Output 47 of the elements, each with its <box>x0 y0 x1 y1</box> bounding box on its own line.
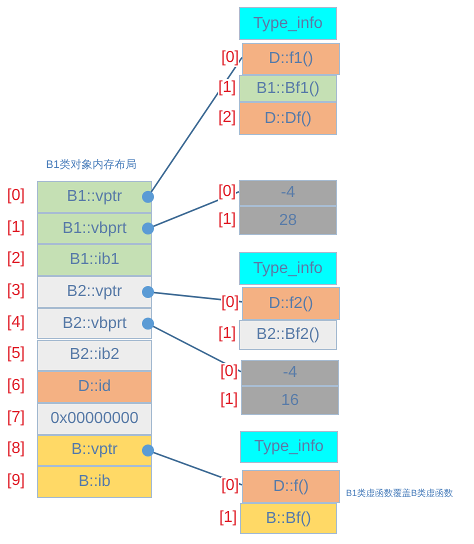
index-label: [1] <box>218 78 236 96</box>
index-label: [9] <box>7 472 25 490</box>
vtable-entry: B2::Bf2() <box>239 320 337 350</box>
index-label: [4] <box>7 314 25 332</box>
memory-cell: B2::ib2 <box>37 340 152 372</box>
memory-cell: B::ib <box>37 466 152 498</box>
vtable-entry: D::Df() <box>239 102 337 135</box>
offset-entry: -4 <box>239 180 337 206</box>
vtable-entry: D::f() <box>242 470 340 503</box>
type-info-box: Type_info <box>239 7 337 40</box>
memory-cell: B2::vbprt <box>37 308 152 340</box>
offset-entry: 16 <box>241 386 339 415</box>
memory-cell: 0x00000000 <box>37 402 152 435</box>
memory-cell: B2::vptr <box>37 276 152 308</box>
offset-entry: -4 <box>241 360 339 386</box>
vtable-entry: B1::Bf1() <box>239 75 337 102</box>
note-text: B1类虚函数覆盖B类虚函数 <box>346 487 454 500</box>
vtable-entry: D::f2() <box>242 287 340 320</box>
vtable-entry: D::f1() <box>242 43 340 75</box>
index-label: [2] <box>7 250 25 268</box>
index-label: [0] <box>218 183 236 201</box>
type-info-box: Type_info <box>239 252 337 285</box>
index-label: [0] <box>220 363 238 381</box>
memory-cell: D::id <box>37 371 152 403</box>
index-label: [0] <box>221 476 239 494</box>
index-label: [6] <box>7 377 25 396</box>
offset-entry: 28 <box>239 206 337 235</box>
index-label: [2] <box>218 108 236 126</box>
memory-cell: B::vptr <box>37 434 152 466</box>
index-label: [3] <box>7 282 25 300</box>
memory-cell: B1::vbprt <box>37 212 152 244</box>
index-label: [1] <box>218 325 236 343</box>
index-label: [1] <box>219 508 237 526</box>
index-label: [1] <box>220 390 238 408</box>
index-label: [1] <box>7 218 25 237</box>
index-label: [0] <box>221 49 239 67</box>
type-info-box: Type_info <box>240 431 338 463</box>
index-label: [0] <box>221 294 239 312</box>
diagram-title: B1类对象内存布局 <box>46 158 136 172</box>
index-label: [5] <box>7 345 25 364</box>
memory-cell: B1::vptr <box>37 181 152 213</box>
index-label: [8] <box>7 440 25 458</box>
index-label: [1] <box>218 210 236 228</box>
index-label: [0] <box>7 186 25 205</box>
index-label: [7] <box>7 408 25 427</box>
vtable-entry: B::Bf() <box>240 503 337 534</box>
memory-cell: B1::ib1 <box>37 244 152 276</box>
